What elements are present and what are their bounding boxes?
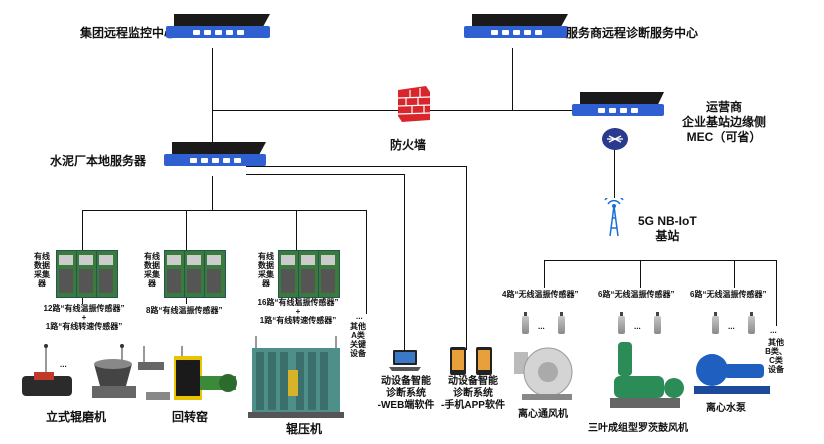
machine-label: 离心水泵 [706, 403, 746, 414]
wired-group-1-text: 12路“有线温振传感器” + 1路“有线转速传感器” [30, 304, 138, 331]
wireless-sensor-icon [558, 312, 565, 334]
vib-sensor-count: 16路“有线温振传感器” [257, 298, 339, 307]
vendor-center-server-icon [464, 14, 568, 38]
machine-label: 辊压机 [286, 422, 323, 436]
base-station-tower-icon [604, 194, 624, 238]
wireless-group-1-sensors: 4路“无线温振传感器” [502, 290, 579, 299]
other-bc-line: 其他 [768, 338, 784, 347]
phone-app-icon [448, 346, 494, 376]
other-bc-line: B类、 [765, 347, 787, 356]
web-software-line: 诊断系统 [386, 388, 426, 399]
speed-sensor-count: 1路“有线转速传感器” [259, 316, 337, 325]
wired-collector [164, 250, 226, 298]
app-software-line: 动设备智能 [448, 376, 498, 387]
mec-label: 运营商 企业基站边缘侧 MEC（可省） [676, 100, 772, 145]
plant-server-label: 水泥厂本地服务器 [50, 154, 147, 168]
collector-label: 有线 数据 采集 器 [34, 252, 50, 288]
firewall-label: 防火墙 [390, 138, 427, 152]
app-software-label: 动设备智能 诊断系统 -手机APP软件 [440, 376, 506, 412]
mec-server-icon [572, 92, 664, 116]
ellipsis: ... [634, 322, 641, 331]
machine-label: 离心通风机 [518, 409, 568, 420]
web-software-line: -WEB端软件 [377, 400, 435, 411]
wired-group-3-text: 16路“有线温振传感器” + 1路“有线转速传感器” [244, 298, 352, 325]
collector-label: 有线 数据 采集 器 [144, 252, 160, 288]
group-center-server-icon [166, 14, 270, 38]
wireless-group-3-sensors: 6路“无线温振传感器” [690, 290, 767, 299]
mec-line-1: 运营商 [705, 100, 742, 114]
firewall-icon [392, 84, 432, 124]
wireless-group-2-sensors: 6路“无线温振传感器” [598, 290, 675, 299]
plus-sign: + [295, 307, 301, 316]
other-a-line: 其他 [350, 322, 366, 331]
centrifugal-pump-image [692, 344, 772, 398]
collector-label: 有线 数据 采集 器 [258, 252, 274, 288]
machine-label: 回转窑 [172, 410, 209, 424]
ellipsis: ... [728, 322, 735, 331]
rotary-kiln-image [136, 342, 240, 404]
other-a-devices: 其他 A类 关键 设备 [350, 322, 366, 358]
mec-line-2: 企业基站边缘侧 [681, 115, 766, 129]
other-a-line: 设备 [350, 349, 366, 358]
router-switch-icon [602, 128, 628, 150]
wireless-sensor-icon [522, 312, 529, 334]
plant-server-icon [164, 142, 266, 166]
other-bc-line: 设备 [768, 365, 784, 374]
vertical-roller-mill-image [18, 342, 138, 404]
wired-group-2-sensors: 8路“有线温振传感器” [146, 306, 223, 315]
web-software-line: 动设备智能 [381, 376, 431, 387]
speed-sensor-count: 1路“有线转速传感器” [45, 322, 123, 331]
base-station-line-2: 基站 [655, 229, 680, 243]
ellipsis: ... [538, 322, 545, 331]
roller-press-image [248, 334, 344, 420]
wireless-sensor-icon [712, 312, 719, 334]
wired-collector [278, 250, 340, 298]
machine-label: 三叶成组型罗茨鼓风机 [588, 423, 688, 434]
vib-sensor-count: 12路“有线温振传感器” [43, 304, 125, 313]
ellipsis: ... [60, 360, 67, 369]
other-a-line: 关键 [350, 340, 366, 349]
app-software-line: 诊断系统 [453, 388, 493, 399]
wireless-sensor-icon [748, 312, 755, 334]
mec-line-3: MEC（可省） [686, 130, 762, 144]
laptop-icon [388, 348, 422, 372]
wireless-sensor-icon [618, 312, 625, 334]
group-center-label: 集团远程监控中心 [80, 26, 177, 40]
app-software-line: -手机APP软件 [441, 400, 505, 411]
base-station-line-1: 5G NB-IoT [638, 214, 697, 228]
machine-label: 立式辊磨机 [46, 410, 107, 424]
other-bc-line: C类 [769, 356, 783, 365]
base-station-label: 5G NB-IoT 基站 [638, 214, 697, 244]
roots-blower-image [604, 340, 688, 420]
other-a-line: A类 [351, 331, 365, 340]
centrifugal-fan-image [512, 342, 576, 402]
ellipsis: ... [356, 312, 363, 321]
ellipsis: ... [770, 326, 777, 335]
wireless-sensor-icon [654, 312, 661, 334]
web-software-label: 动设备智能 诊断系统 -WEB端软件 [374, 376, 438, 412]
wired-collector [56, 250, 118, 298]
vendor-center-label: 服务商远程诊断服务中心 [566, 26, 699, 40]
other-bc-devices: 其他 B类、 C类 设备 [760, 338, 792, 374]
ellipsis: ... [186, 358, 193, 367]
plus-sign: + [81, 313, 87, 322]
